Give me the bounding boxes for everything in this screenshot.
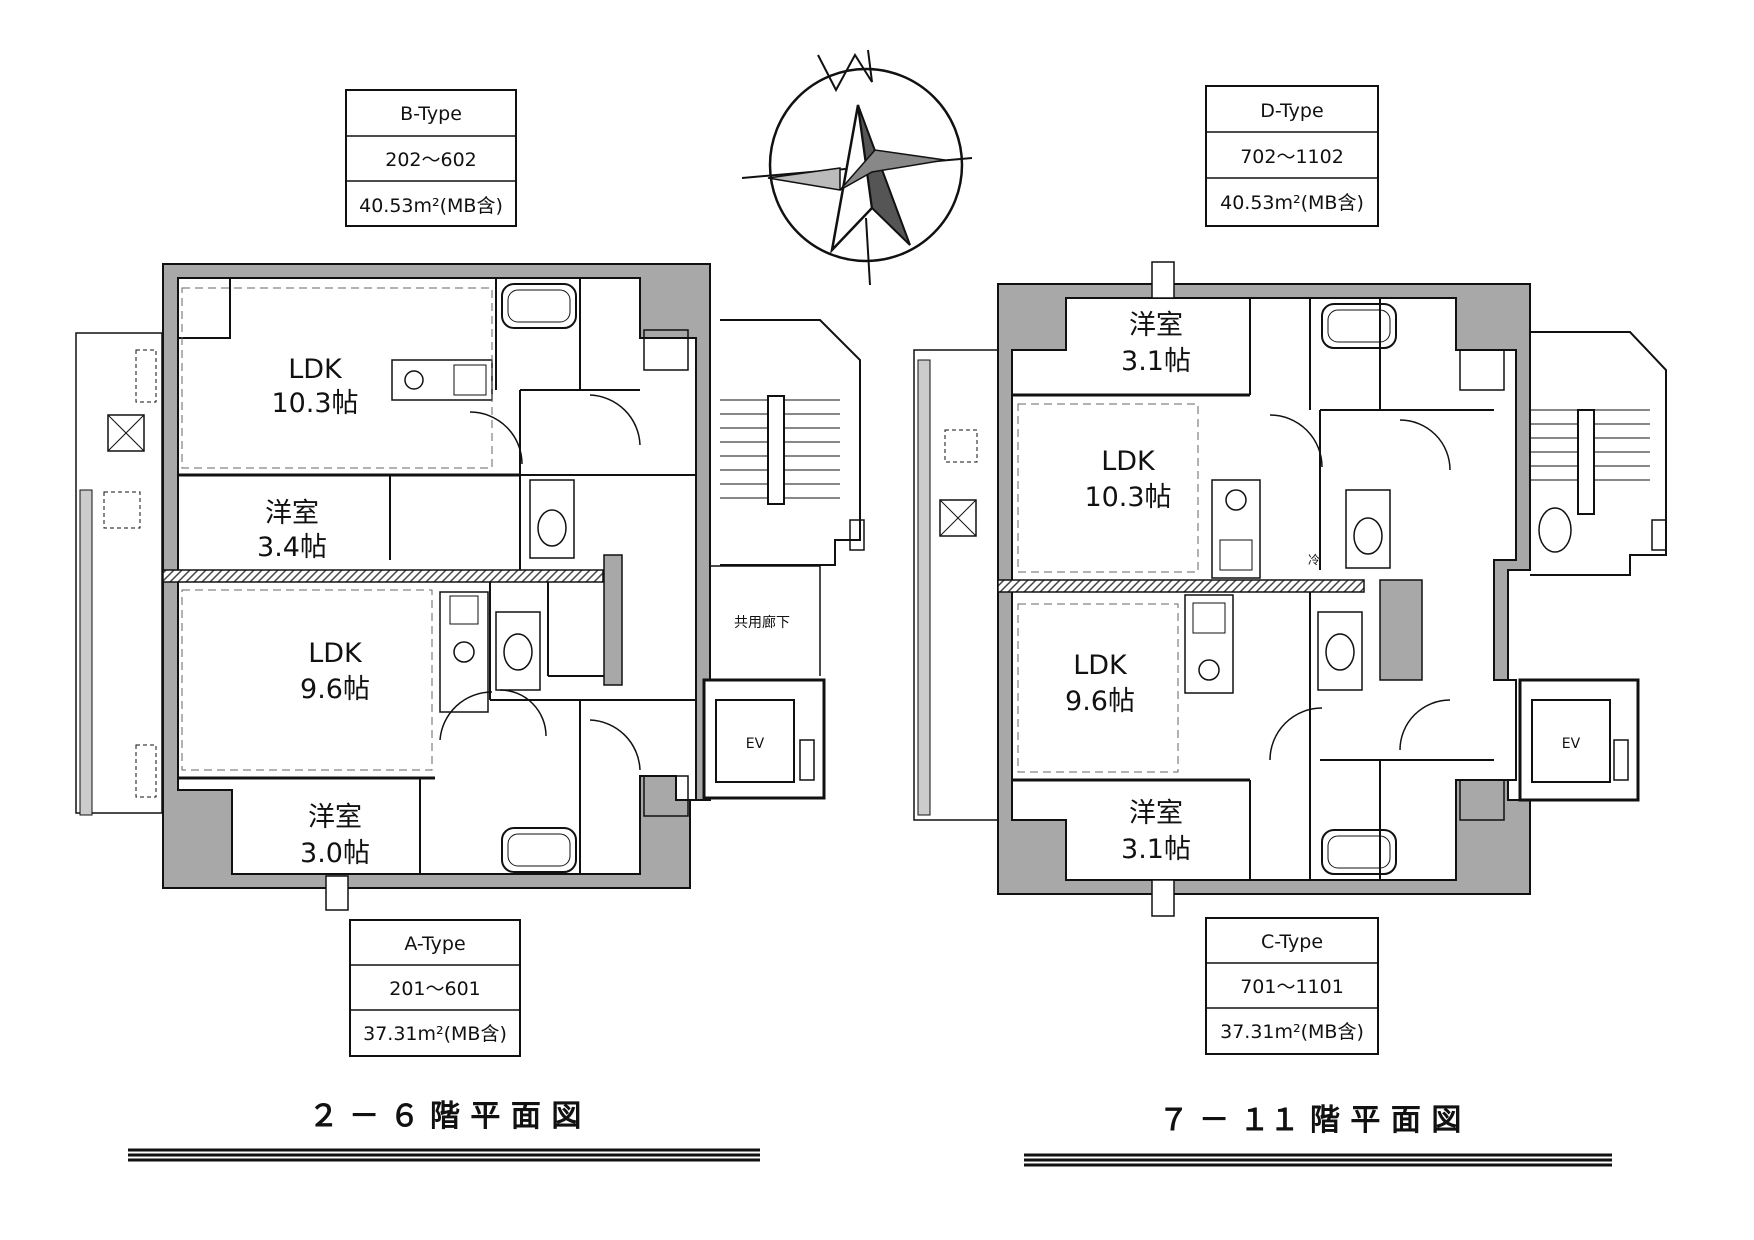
right-floor-title: ７ － １１ 階 平 面 図 [1024,1103,1612,1167]
left-floor-title: ２ － ６ 階 平 面 図 [128,1099,760,1162]
right-ldk-lower-size: 9.6帖 [1065,686,1135,717]
type-a-name: A-Type [404,933,465,955]
right-floor-plan [913,261,1667,917]
left-ldk-lower-size: 9.6帖 [300,674,370,705]
type-c-rooms: 701～1101 [1240,976,1344,998]
left-ldk-upper-name: LDK [288,354,343,385]
left-yoshitsu-upper-name: 洋室 [265,498,319,529]
left-floor-plan [75,263,865,911]
right-yoshitsu-upper-name: 洋室 [1129,310,1183,341]
type-c-area: 37.31m²(MB含) [1220,1021,1364,1043]
left-title-text: ２ － ６ 階 平 面 図 [309,1099,582,1134]
type-d-rooms: 702～1102 [1240,146,1344,168]
type-a-rooms: 201～601 [389,978,481,1000]
type-d-area: 40.53m²(MB含) [1220,192,1364,214]
right-ldk-upper-name: LDK [1101,446,1156,477]
left-yoshitsu-upper-size: 3.4帖 [257,532,327,563]
type-b-name: B-Type [400,103,462,125]
left-ldk-upper-size: 10.3帖 [271,388,358,419]
left-yoshitsu-lower-size: 3.0帖 [300,838,370,869]
right-ldk-lower-name: LDK [1073,650,1128,681]
type-box-c: C-Type 701～1101 37.31m²(MB含) [1205,917,1379,1055]
type-box-b: B-Type 202～602 40.53m²(MB含) [345,89,517,227]
right-yoshitsu-lower-name: 洋室 [1129,798,1183,829]
type-b-rooms: 202～602 [385,149,477,171]
left-plan-labels: LDK 10.3帖 洋室 3.4帖 LDK 9.6帖 洋室 3.0帖 共用廊下 … [257,354,790,869]
type-b-area: 40.53m²(MB含) [359,195,503,217]
left-ldk-lower-name: LDK [308,638,363,669]
right-fridge-mark: 冷 [1308,553,1320,567]
right-ldk-upper-size: 10.3帖 [1084,482,1171,513]
type-a-area: 37.31m²(MB含) [363,1023,507,1045]
left-corridor-label: 共用廊下 [734,614,790,631]
right-elevator-label: EV [1562,736,1581,752]
left-elevator-label: EV [746,736,765,752]
right-title-text: ７ － １１ 階 平 面 図 [1159,1103,1462,1138]
type-box-a: A-Type 201～601 37.31m²(MB含) [349,919,521,1057]
type-c-name: C-Type [1261,931,1323,953]
right-yoshitsu-upper-size: 3.1帖 [1121,346,1191,377]
right-yoshitsu-lower-size: 3.1帖 [1121,834,1191,865]
type-box-d: D-Type 702～1102 40.53m²(MB含) [1205,85,1379,227]
right-plan-labels: 洋室 3.1帖 LDK 10.3帖 LDK 9.6帖 洋室 3.1帖 冷 EV [1065,310,1581,865]
left-yoshitsu-lower-name: 洋室 [308,802,362,833]
north-compass-icon [741,49,973,286]
type-d-name: D-Type [1260,100,1323,122]
